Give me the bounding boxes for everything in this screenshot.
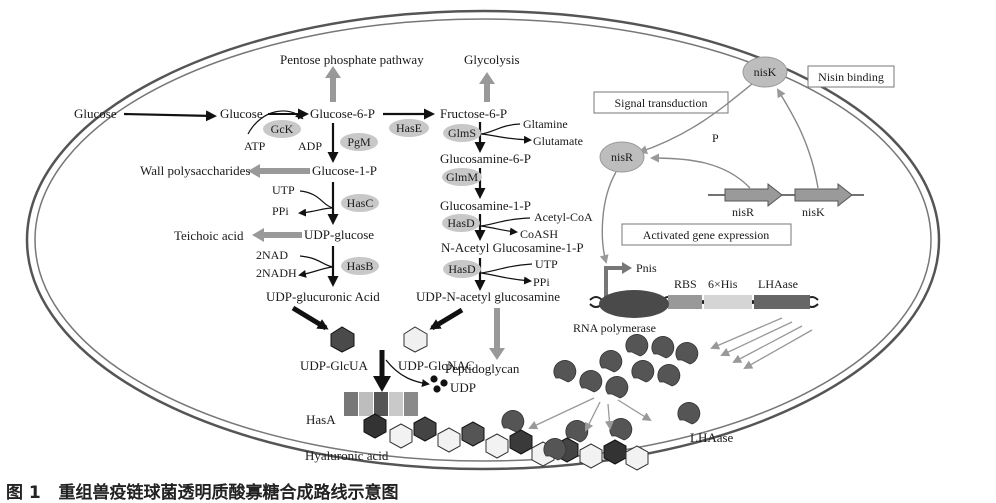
utp-label-1: UTP bbox=[272, 183, 295, 197]
pgm-label: PgM bbox=[347, 135, 371, 149]
nisr-label: nisR bbox=[611, 150, 633, 164]
hasc-enzyme bbox=[341, 194, 379, 212]
pgm-enzyme bbox=[340, 133, 378, 151]
hasd-label-1: HasD bbox=[447, 216, 475, 230]
ppi-label-1: PPi bbox=[272, 204, 289, 218]
glmm-label: GlmM bbox=[446, 170, 478, 184]
udp-n-acetyl-label: UDP-N-acetyl glucosamine bbox=[416, 289, 560, 304]
his-label: 6×His bbox=[708, 277, 738, 291]
glucose-6p-label: Glucose-6-P bbox=[310, 106, 375, 121]
cell-membrane-outer bbox=[25, 9, 941, 471]
gltamine-label: Gltamine bbox=[523, 117, 568, 131]
lhaase-gene-block bbox=[754, 295, 810, 309]
glucose-uptake: Glucose bbox=[74, 106, 217, 122]
activated-gene-expression-box bbox=[621, 223, 792, 246]
lhaase-proteins bbox=[501, 334, 701, 461]
glucosamine-1p-label: Glucosamine-1-P bbox=[440, 198, 531, 213]
figure-caption: 图 1 重组兽疫链球菌透明质酸寡糖合成路线示意图 bbox=[6, 478, 399, 503]
gck-label: GcK bbox=[271, 122, 294, 136]
teichoic-label: Teichoic acid bbox=[174, 228, 244, 243]
figure-title: 重组兽疫链球菌透明质酸寡糖合成路线示意图 bbox=[58, 483, 399, 503]
glucose-label: Glucose bbox=[220, 106, 263, 121]
glucose-1p-label: Glucose-1-P bbox=[312, 163, 377, 178]
hasd-enzyme-1 bbox=[442, 214, 480, 232]
hasb-enzyme bbox=[341, 257, 379, 275]
peptidoglycan-label: Peptidoglycan bbox=[445, 361, 520, 376]
glms-label: GlmS bbox=[448, 126, 476, 140]
pnis-label: Pnis bbox=[636, 261, 657, 275]
rbs-label: RBS bbox=[674, 277, 697, 291]
glutamate-label: Glutamate bbox=[533, 134, 583, 148]
glms-enzyme bbox=[443, 124, 481, 142]
lhaase-gene-label: LHAase bbox=[758, 277, 798, 291]
nad-label: 2NAD bbox=[256, 248, 288, 262]
udp-glcua-label: UDP-GlcUA bbox=[300, 358, 368, 373]
udp-glcnac-label: UDP-GlcNAC bbox=[398, 358, 475, 373]
gck-enzyme bbox=[263, 120, 301, 138]
glmm-enzyme bbox=[442, 168, 482, 186]
promoter-arrow bbox=[604, 266, 624, 298]
fructose-6p-label: Fructose-6-P bbox=[440, 106, 507, 121]
hasc-label: HasC bbox=[347, 196, 374, 210]
translation-arrows bbox=[710, 317, 813, 369]
atp-label: ATP bbox=[244, 139, 266, 153]
glcnac-hexagon bbox=[403, 326, 428, 353]
hasa-protein bbox=[344, 392, 418, 416]
wall-polysaccharides-label: Wall polysaccharides bbox=[140, 163, 251, 178]
nisin-binding-box bbox=[807, 65, 895, 88]
utp-label-2: UTP bbox=[535, 257, 558, 271]
udp-glucuronic-label: UDP-glucuronic Acid bbox=[266, 289, 380, 304]
hasb-label: HasB bbox=[347, 259, 374, 273]
activated-gene-expression-label: Activated gene expression bbox=[643, 228, 770, 242]
hasd-label-2: HasD bbox=[448, 262, 476, 276]
rna-polymerase bbox=[599, 290, 669, 318]
nisk-gene-arrow bbox=[794, 182, 853, 208]
hyaluronic-acid-chain bbox=[363, 413, 649, 471]
nisr-regulator bbox=[599, 141, 645, 173]
udp-glucose-label: UDP-glucose bbox=[304, 227, 374, 242]
his-tag-block bbox=[704, 295, 752, 309]
nisr-gene-label: nisR bbox=[732, 205, 754, 219]
n-acetyl-label: N-Acetyl Glucosamine-1-P bbox=[441, 240, 584, 255]
glcua-hexagon bbox=[330, 326, 355, 353]
nisin-binding-label: Nisin binding bbox=[818, 70, 884, 84]
hase-label: HasE bbox=[396, 121, 422, 135]
pentose-label: Pentose phosphate pathway bbox=[280, 52, 424, 67]
nisk-label: nisK bbox=[754, 65, 777, 79]
nisr-gene-arrow bbox=[724, 182, 783, 208]
figure-number: 图 1 bbox=[6, 483, 41, 503]
signal-transduction-label: Signal transduction bbox=[615, 96, 708, 110]
nadh-label: 2NADH bbox=[256, 266, 297, 280]
hase-enzyme bbox=[389, 119, 429, 137]
hyaluronic-label: Hyaluronic acid bbox=[305, 448, 389, 463]
udp-label: UDP bbox=[450, 380, 476, 395]
nisk-receptor bbox=[742, 56, 788, 88]
hasa-label: HasA bbox=[306, 412, 336, 427]
hasd-enzyme-2 bbox=[443, 260, 481, 278]
rbs-block bbox=[668, 295, 702, 309]
phosphate-label: P bbox=[712, 131, 719, 145]
cell-membrane-inner bbox=[34, 18, 932, 462]
degradation-arrows bbox=[528, 397, 652, 432]
ppi-label-2: PPi bbox=[533, 275, 550, 289]
glucose-outside-label: Glucose bbox=[74, 106, 117, 121]
acetyl-coa-label: Acetyl-CoA bbox=[534, 210, 593, 224]
adp-label: ADP bbox=[298, 139, 322, 153]
nisk-gene-label: nisK bbox=[802, 205, 825, 219]
lhaase-protein-label: LHAase bbox=[690, 430, 734, 445]
rna-polymerase-label: RNA polymerase bbox=[573, 321, 656, 335]
glycolysis-label: Glycolysis bbox=[464, 52, 520, 67]
coash-label: CoASH bbox=[520, 227, 558, 241]
glucosamine-6p-label: Glucosamine-6-P bbox=[440, 151, 531, 166]
